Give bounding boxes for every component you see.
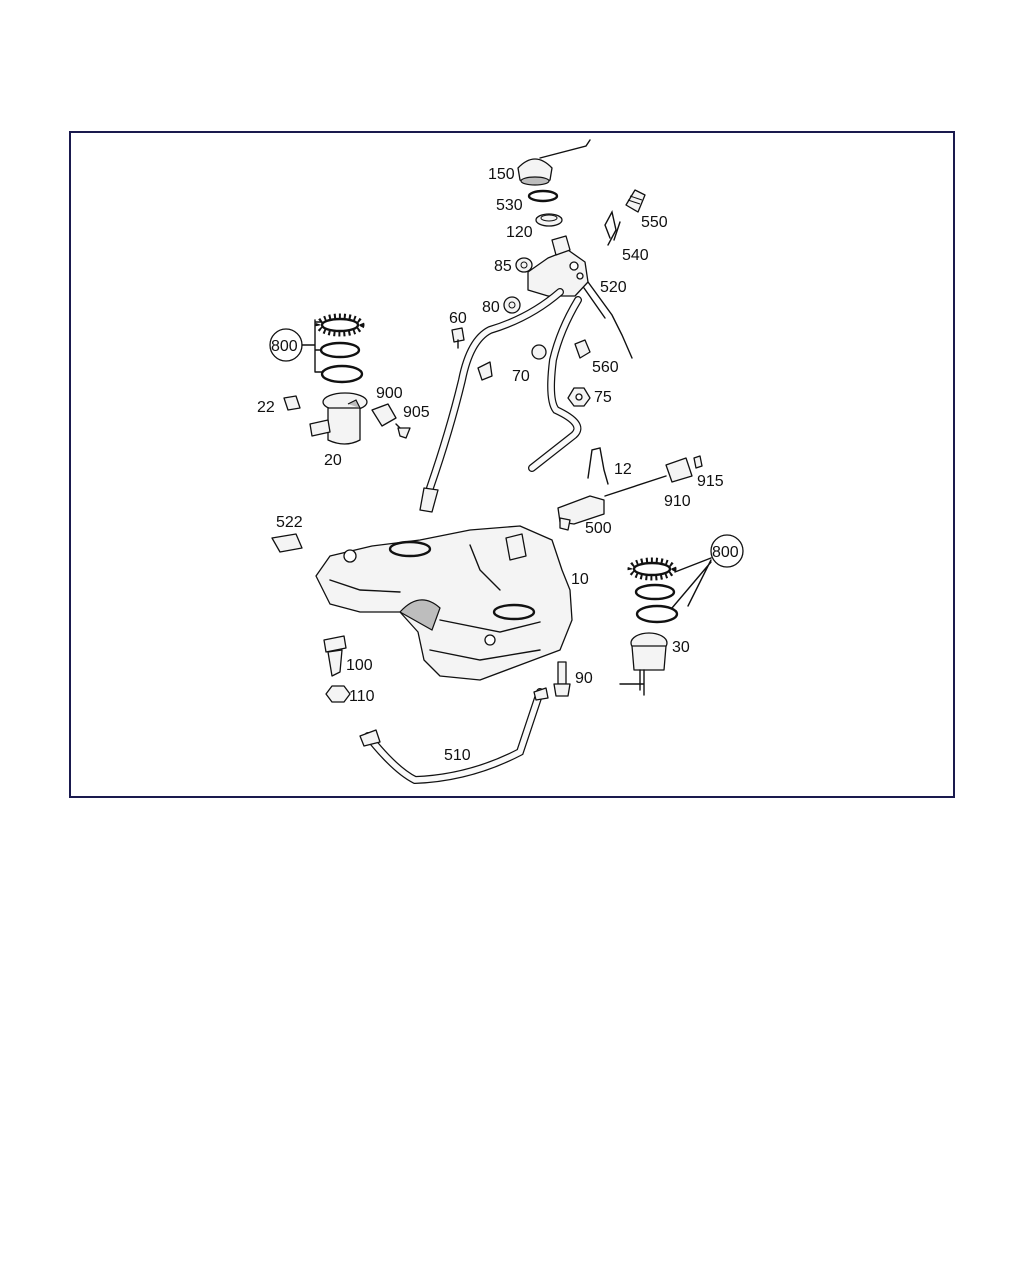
label-20: 20 [324, 452, 342, 469]
label-560: 560 [592, 359, 619, 376]
label-100: 100 [346, 657, 373, 674]
clip-522 [271, 533, 303, 553]
bolt-60 [451, 327, 465, 349]
label-120: 120 [506, 224, 533, 241]
nut-110 [325, 685, 351, 703]
label-110: 110 [349, 688, 375, 705]
filter-500 [557, 475, 667, 531]
clip-70 [531, 344, 547, 360]
clip-22 [283, 395, 301, 411]
label-90: 90 [575, 670, 593, 687]
drain-plug-100 [323, 635, 347, 677]
label-550: 550 [641, 214, 668, 231]
label-500: 500 [585, 520, 612, 537]
cap-550 [625, 189, 646, 213]
label-800-left: 800 [271, 338, 298, 355]
bracket-12 [587, 447, 609, 485]
label-910: 910 [664, 493, 691, 510]
label-150: 150 [488, 166, 515, 183]
label-22: 22 [257, 399, 275, 416]
label-60: 60 [449, 310, 467, 327]
nut-75 [567, 387, 591, 407]
clip-560 [574, 339, 591, 359]
fuel-tank-10 [315, 525, 573, 681]
filler-neck-520 [527, 235, 633, 359]
strap-510 [359, 687, 549, 785]
ring-120 [535, 213, 563, 227]
fill-hose [419, 288, 564, 513]
bolt-90 [553, 661, 571, 697]
label-915: 915 [697, 473, 724, 490]
label-530: 530 [496, 197, 523, 214]
label-540: 540 [622, 247, 649, 264]
label-900: 900 [376, 385, 403, 402]
sensor-900 [371, 403, 397, 427]
flange-ring-right [635, 604, 679, 624]
label-800-right: 800 [712, 544, 739, 561]
vent-hose [528, 296, 582, 472]
seal-ring-left [319, 341, 361, 359]
part-labels: 150 530 120 550 540 85 520 80 60 70 560 … [257, 166, 739, 764]
diagram-frame [69, 131, 955, 798]
flange-ring-left [320, 364, 364, 384]
fuel-pump-20 [309, 392, 368, 445]
label-80: 80 [482, 299, 500, 316]
lock-ring-800-left [315, 313, 365, 337]
label-522: 522 [276, 514, 303, 531]
label-30: 30 [672, 639, 690, 656]
label-10: 10 [571, 571, 589, 588]
label-905: 905 [403, 404, 430, 421]
wiring-540 [604, 210, 621, 246]
label-70: 70 [512, 368, 530, 385]
label-520: 520 [600, 279, 627, 296]
washer-80 [503, 296, 521, 314]
label-12: 12 [614, 461, 632, 478]
label-85: 85 [494, 258, 512, 275]
lock-ring-800-right [627, 557, 677, 581]
callout-800-right [671, 534, 744, 609]
fuel-cap-150 [517, 139, 591, 186]
connector-905 [395, 423, 411, 439]
valve-910 [665, 457, 693, 483]
sender-unit-30 [619, 632, 668, 696]
washer-85 [515, 257, 533, 273]
callout-800-left [269, 319, 323, 373]
seal-530 [527, 189, 559, 203]
connector-915 [693, 455, 703, 469]
label-75: 75 [594, 389, 612, 406]
label-510: 510 [444, 747, 471, 764]
seal-ring-right [634, 583, 676, 601]
